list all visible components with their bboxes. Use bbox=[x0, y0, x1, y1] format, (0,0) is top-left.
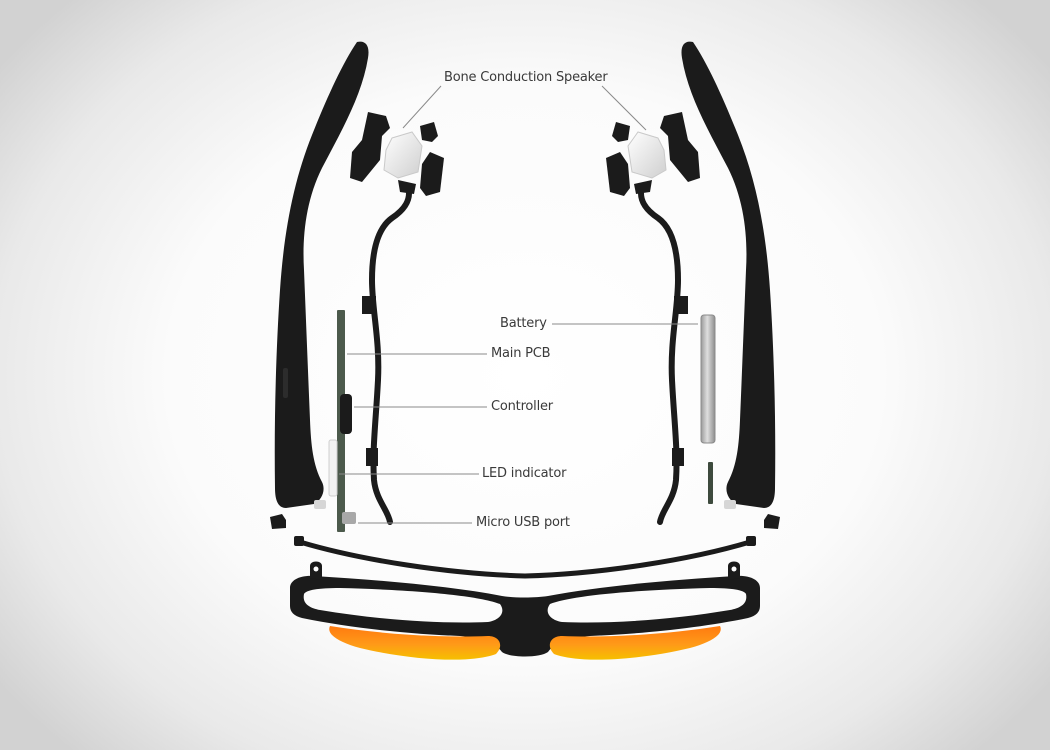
led-indicator-part bbox=[328, 439, 338, 497]
speaker-leader-right bbox=[601, 85, 647, 131]
left-inner-frame-tab-1 bbox=[398, 180, 416, 194]
left-inner-frame-tab-3 bbox=[366, 448, 378, 466]
right-speaker-cap bbox=[606, 152, 630, 196]
right-small-part bbox=[724, 500, 736, 509]
front-inner-bar bbox=[297, 539, 753, 579]
battery-label: Battery bbox=[500, 316, 547, 331]
controller-label: Controller bbox=[491, 399, 553, 414]
right-inner-frame-tab-2 bbox=[674, 296, 688, 314]
front-frame-hinge-left-hole bbox=[313, 566, 319, 572]
left-lens bbox=[329, 626, 501, 660]
led-indicator-label: LED indicator bbox=[482, 466, 567, 481]
right-temple-arm bbox=[681, 41, 776, 508]
micro-usb-port-part bbox=[342, 512, 356, 524]
left-inner-frame bbox=[369, 183, 412, 525]
left-small-part bbox=[314, 500, 326, 509]
left-arm-button bbox=[283, 368, 288, 398]
left-speaker-housing bbox=[350, 112, 390, 182]
right-bone-conduction-speaker bbox=[627, 131, 667, 179]
right-speaker-housing bbox=[660, 112, 700, 182]
bone-conduction-speaker-label: Bone Conduction Speaker bbox=[444, 70, 608, 85]
left-inner-frame-tab-2 bbox=[362, 296, 376, 314]
controller-part bbox=[340, 394, 352, 434]
right-lens bbox=[549, 626, 721, 660]
front-frame bbox=[290, 575, 760, 657]
left-hinge-clip bbox=[270, 514, 286, 529]
front-inner-bar-end-left bbox=[294, 536, 304, 546]
battery-small-part bbox=[708, 462, 713, 504]
front-frame-hinge-right-hole bbox=[731, 566, 737, 572]
right-speaker-cover bbox=[612, 122, 630, 142]
right-inner-frame-tab-3 bbox=[672, 448, 684, 466]
right-inner-frame-tab-1 bbox=[634, 180, 652, 194]
front-inner-bar-end-right bbox=[746, 536, 756, 546]
speaker-leader-left bbox=[402, 85, 442, 129]
right-inner-frame bbox=[638, 183, 681, 525]
micro-usb-port-label: Micro USB port bbox=[476, 515, 570, 530]
left-speaker-cover bbox=[420, 122, 438, 142]
left-speaker-cap bbox=[420, 152, 444, 196]
main-pcb-label: Main PCB bbox=[491, 346, 551, 361]
left-temple-arm bbox=[274, 41, 369, 508]
battery-part bbox=[700, 314, 716, 444]
left-bone-conduction-speaker bbox=[383, 131, 423, 179]
right-hinge-clip bbox=[764, 514, 780, 529]
